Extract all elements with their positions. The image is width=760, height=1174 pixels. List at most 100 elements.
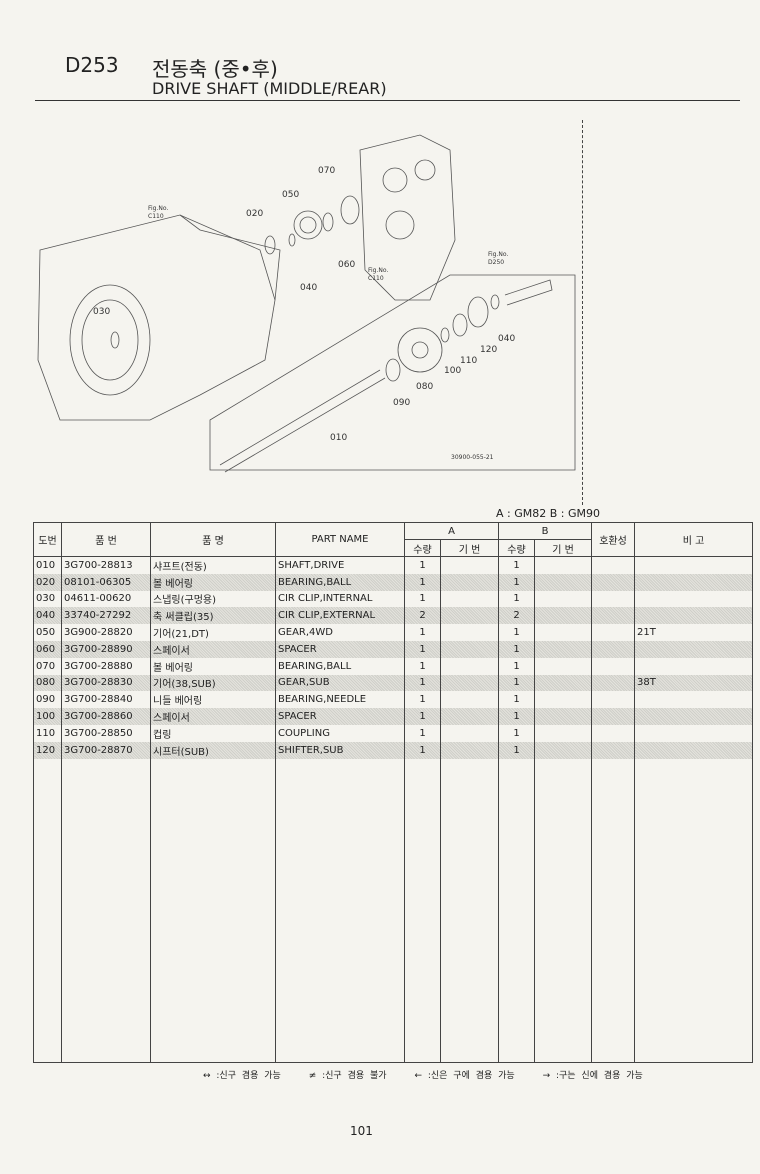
cell-no: 110 (33, 724, 62, 742)
cell-empty (440, 657, 499, 675)
cell-empty (440, 674, 499, 692)
title-korean: 전동축 (중•후) (152, 57, 278, 81)
cell-empty (440, 556, 499, 574)
cell-part-no: 08101-06305 (61, 573, 151, 591)
col-part-no: 품 번 (61, 522, 151, 557)
cell-empty (404, 758, 441, 1063)
col-a-serial: 기 번 (440, 539, 499, 557)
cell-empty (440, 573, 499, 591)
cell-part-name: BEARING,NEEDLE (275, 691, 405, 709)
legend-item: ↔ :신구 겸용 가능 (203, 1071, 281, 1081)
cell-empty (150, 758, 276, 1063)
page-number: 101 (350, 1124, 373, 1138)
cell-b-qty: 1 (498, 573, 535, 591)
cell-remarks: 21T (634, 624, 753, 641)
callout-060: 060 (338, 260, 355, 270)
cell-empty (534, 674, 592, 692)
cell-empty (591, 674, 635, 692)
cell-remarks (634, 590, 753, 608)
cell-remarks (634, 708, 753, 725)
cell-remarks (634, 741, 753, 759)
cell-no: 050 (33, 624, 62, 641)
callout-040: 040 (300, 283, 317, 293)
cell-empty (591, 758, 635, 1063)
cell-empty (591, 590, 635, 608)
fig-ref-c110: C110 (368, 275, 384, 282)
cell-empty (591, 741, 635, 759)
callout-100: 100 (444, 366, 461, 376)
legend-item: → :구는 신에 겸용 가능 (542, 1071, 643, 1081)
fig-ref-label: Fig.No. (368, 267, 388, 274)
cell-name-ko: 기어(38,SUB) (150, 674, 276, 692)
cell-name-ko: 샤프트(전동) (150, 556, 276, 574)
cell-empty (534, 590, 592, 608)
cell-empty (591, 624, 635, 641)
cell-part-no: 3G700-28880 (61, 657, 151, 675)
cell-a-qty: 2 (404, 607, 441, 625)
cell-no: 070 (33, 657, 62, 675)
cell-name-ko: 시프터(SUB) (150, 741, 276, 759)
cell-no: 030 (33, 590, 62, 608)
cell-empty (591, 607, 635, 625)
fig-ref-label: Fig.No. (148, 205, 168, 212)
cell-remarks (634, 607, 753, 625)
cell-remarks (634, 657, 753, 675)
cell-remarks (634, 691, 753, 709)
cell-empty (534, 741, 592, 759)
cell-empty (534, 556, 592, 574)
title-rule (35, 100, 740, 101)
cell-empty (440, 708, 499, 725)
legend-item: ← :신은 구에 겸용 가능 (414, 1071, 515, 1081)
cell-part-no: 3G700-28830 (61, 674, 151, 692)
cell-empty (591, 657, 635, 675)
cell-b-qty: 1 (498, 724, 535, 742)
cell-empty (440, 741, 499, 759)
cell-remarks: 38T (634, 674, 753, 692)
callout-070: 070 (318, 166, 335, 176)
col-model-b: B (498, 522, 592, 540)
cell-b-qty: 1 (498, 624, 535, 641)
title-english: DRIVE SHAFT (MIDDLE/REAR) (152, 79, 387, 98)
cell-empty (440, 691, 499, 709)
cell-part-no: 3G700-28850 (61, 724, 151, 742)
cell-part-name: CIR CLIP,EXTERNAL (275, 607, 405, 625)
cell-remarks (634, 724, 753, 742)
compatibility-legend: ↔ :신구 겸용 가능 ≠ :신구 겸용 불가 ← :신은 구에 겸용 가능 →… (203, 1068, 665, 1081)
cell-part-no: 33740-27292 (61, 607, 151, 625)
cell-empty (534, 657, 592, 675)
cell-empty (534, 724, 592, 742)
callout-020: 020 (246, 209, 263, 219)
cell-b-qty: 1 (498, 674, 535, 692)
housing-drawing (37, 134, 576, 473)
legend-item: ≠ :신구 겸용 불가 (308, 1071, 387, 1081)
callout-090: 090 (393, 398, 410, 408)
cell-part-no: 3G700-28870 (61, 741, 151, 759)
cell-empty (440, 758, 499, 1063)
model-key: A : GM82 B : GM90 (496, 507, 600, 520)
cell-empty (440, 624, 499, 641)
cell-empty (591, 708, 635, 725)
cell-a-qty: 1 (404, 556, 441, 574)
cell-empty (440, 724, 499, 742)
cell-part-name: BEARING,BALL (275, 657, 405, 675)
cell-b-qty: 2 (498, 607, 535, 625)
callout-040b: 040 (498, 334, 515, 344)
drawing-code: 30900-055-21 (451, 454, 494, 461)
cell-part-no: 3G900-28820 (61, 624, 151, 641)
cell-b-qty: 1 (498, 640, 535, 658)
cell-b-qty: 1 (498, 657, 535, 675)
cell-part-name: CIR CLIP,INTERNAL (275, 590, 405, 608)
table-blank-area (33, 758, 753, 1063)
cell-empty (440, 590, 499, 608)
callout-110: 110 (460, 356, 477, 366)
cell-a-qty: 1 (404, 724, 441, 742)
col-b-serial: 기 번 (534, 539, 592, 557)
cell-empty (534, 708, 592, 725)
cell-name-ko: 스페이서 (150, 708, 276, 725)
